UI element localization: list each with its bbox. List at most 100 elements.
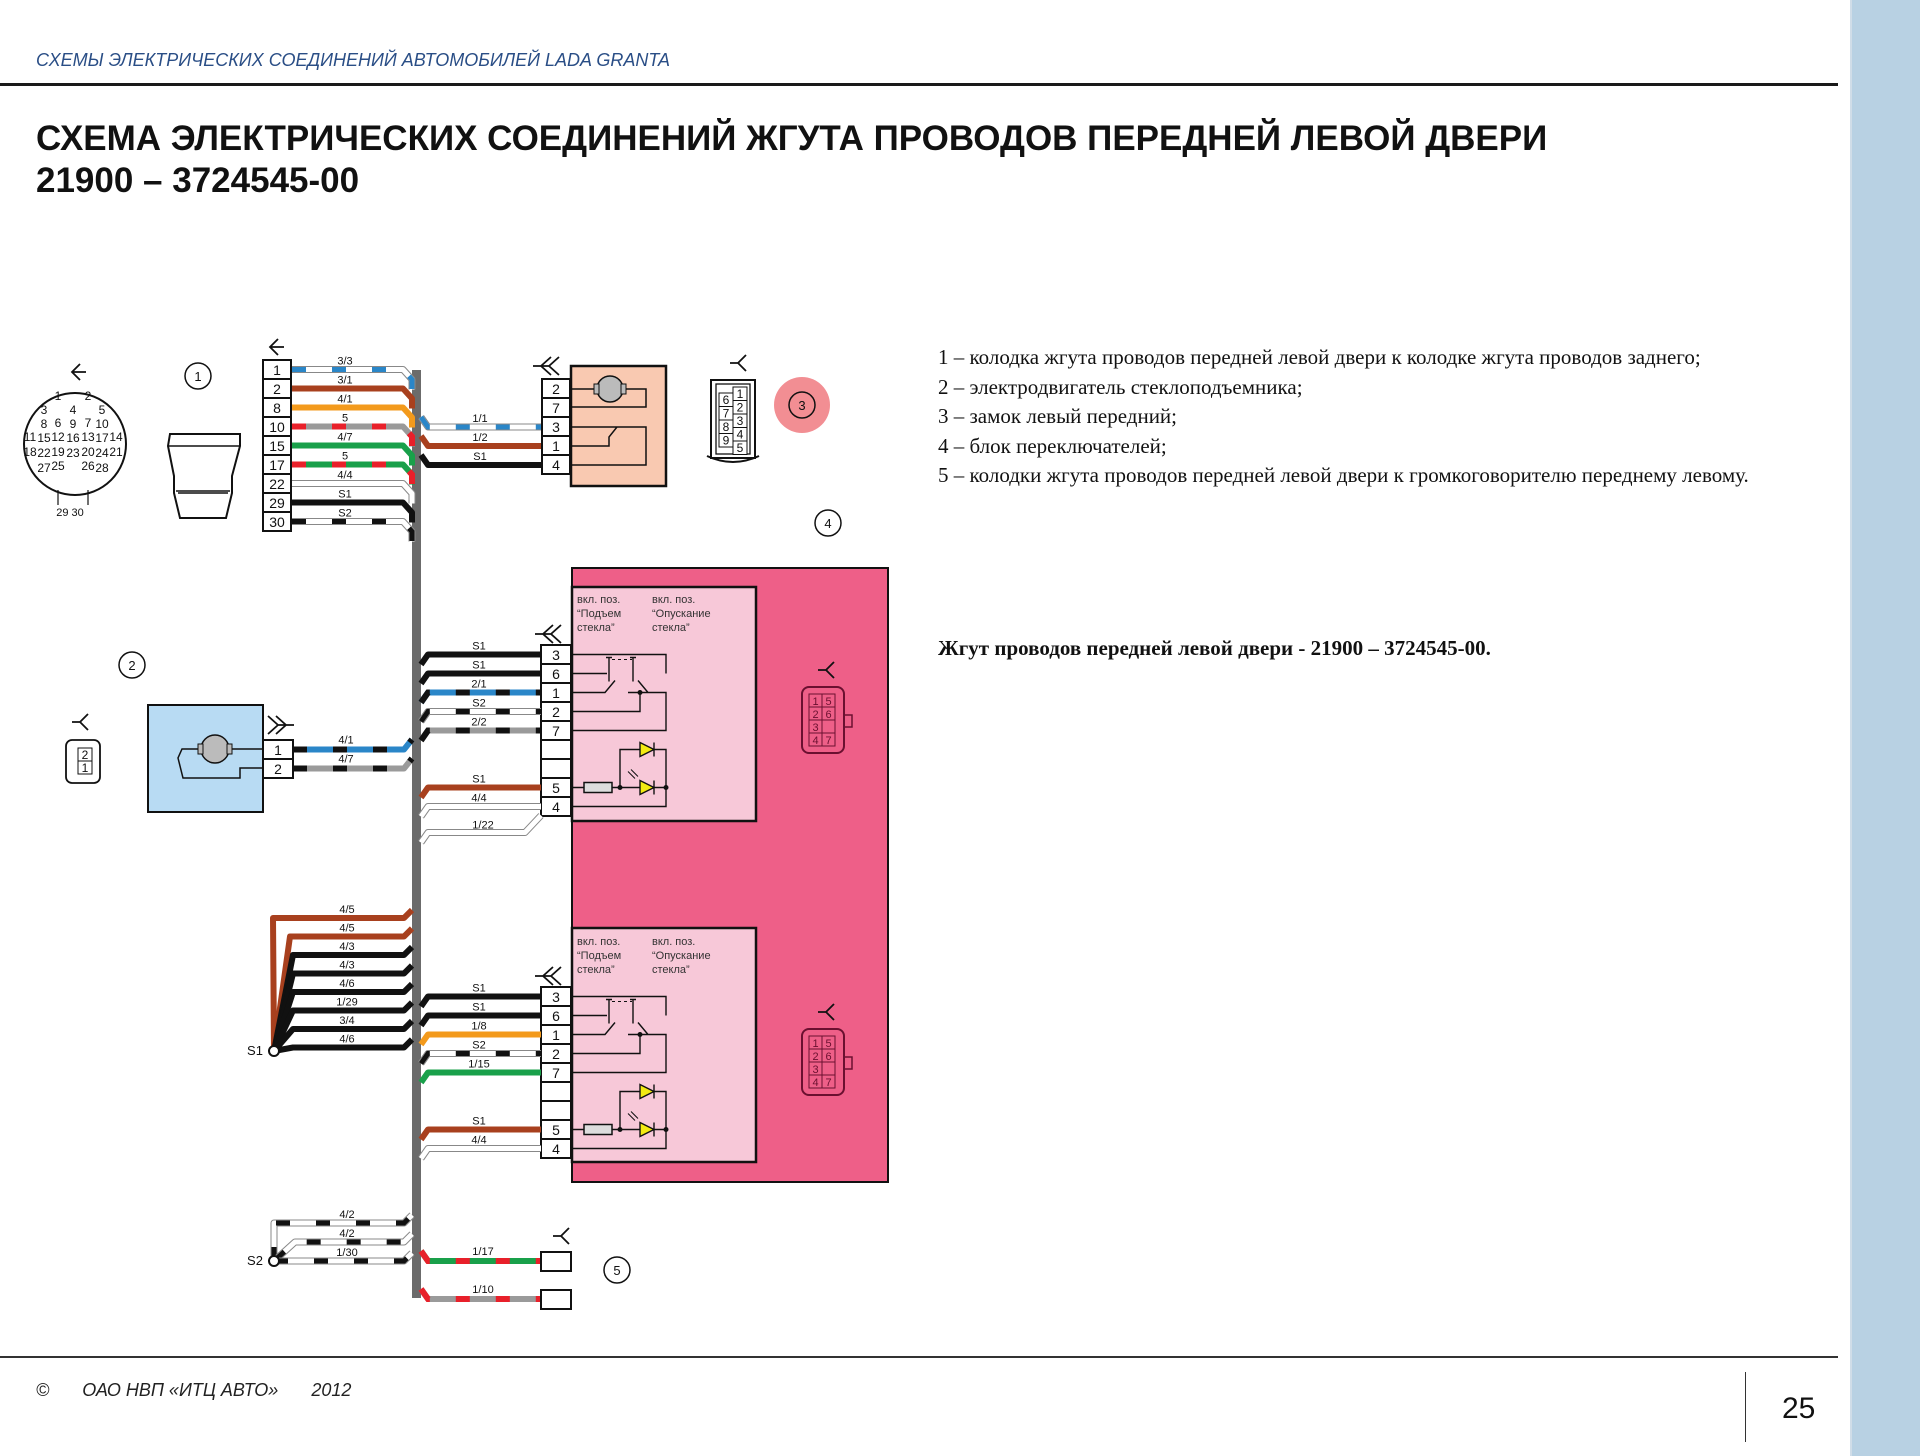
- motor2-brush: [226, 743, 233, 755]
- speaker-wire-stripe: [418, 1249, 541, 1264]
- switch-top-wire: [418, 813, 543, 844]
- legend-item: 1 – колодка жгута проводов передней лево…: [938, 345, 1701, 369]
- connector1-face-pin: 16: [66, 431, 80, 445]
- switch-bottom-pin-label: 7: [552, 1065, 560, 1081]
- switch-top-position-label: вкл. поз.: [652, 594, 695, 606]
- lock-connector-base: [706, 455, 760, 463]
- switch-top-face-latch: [843, 714, 853, 728]
- connector1-face-pin: 25: [51, 459, 65, 473]
- connector1-pin-label: 15: [269, 438, 285, 454]
- switch-top-position-label: “Подъем: [577, 608, 621, 620]
- side-strip: [1850, 0, 1920, 1456]
- lock-pin-label: 9: [723, 434, 730, 448]
- switch-bottom-pin-label: 6: [552, 1008, 560, 1024]
- switch-top-pin-label: 6: [552, 666, 560, 682]
- wire-label: 1/29: [336, 997, 357, 1009]
- wire-label: 1/15: [468, 1059, 489, 1071]
- connector-fork-icon: [730, 354, 747, 372]
- connector1-pin-label: 17: [269, 457, 285, 473]
- switch-top-face-pin-cell: [821, 732, 836, 747]
- connector1-face-pin: 29 30: [56, 507, 84, 519]
- wire-label: 1/2: [472, 432, 487, 444]
- splice-s1-wire: [273, 1037, 415, 1054]
- connector1-face-pin: 21: [109, 445, 123, 459]
- page-separator: [1745, 1372, 1746, 1442]
- switch-top-pin-label: 3: [552, 647, 560, 663]
- connector1-face-pin: 9: [70, 417, 77, 431]
- switch-top-face-pin-label: 5: [825, 696, 831, 708]
- switch-top-position-label: “Опускание: [652, 608, 711, 620]
- switch-bottom-wire: [418, 993, 541, 1009]
- wire-label: 4/6: [339, 978, 354, 990]
- connector1-pin-label: 22: [269, 476, 285, 492]
- switch-bottom-face-pin-label: 2: [812, 1051, 818, 1063]
- lock-pin-label: 1: [737, 387, 744, 401]
- connector1-pin-label: 10: [269, 419, 285, 435]
- speaker-connector: [540, 1251, 572, 1272]
- switch-top-indicator-diode: [639, 741, 656, 758]
- wire-label: S1: [338, 489, 351, 501]
- connector1-face-pin: 20: [81, 445, 95, 459]
- switch-bottom-face-pin-label: 6: [825, 1051, 831, 1063]
- switch-bottom-led-light-rays: [627, 1111, 639, 1121]
- switch-top-wire: [418, 651, 541, 667]
- connector1-wire-stripe: [292, 367, 415, 390]
- wire-label: S2: [472, 698, 485, 710]
- connector1-face-pin: 10: [95, 417, 109, 431]
- switch-bottom-pin-cell: [540, 1081, 572, 1102]
- wire-label: 1/1: [472, 413, 487, 425]
- wire-label: 1/30: [336, 1247, 357, 1259]
- page-number: 25: [1782, 1392, 1816, 1425]
- window-motor-pin-label: 3: [552, 419, 560, 435]
- switch-top-face-pin-label: 2: [812, 709, 818, 721]
- connector1-wire: [292, 404, 415, 428]
- connector1-wire: [292, 442, 415, 466]
- switch-top-junction: [617, 785, 623, 790]
- connector1-face-pin: 7: [85, 416, 92, 430]
- motor-icon: [596, 375, 624, 403]
- wire-label: S1: [472, 660, 485, 672]
- switch-top-face-pin-label: 6: [825, 709, 831, 721]
- connector1-pin-label: 30: [269, 514, 285, 530]
- connector-fork-icon: [818, 661, 835, 679]
- switch-bottom-led: [639, 1121, 656, 1138]
- legend-item: 2 – электродвигатель стеклоподъемника;: [938, 374, 1303, 399]
- page-title: СХЕМА ЭЛЕКТРИЧЕСКИХ СОЕДИНЕНИЙ ЖГУТА ПРО…: [36, 118, 1547, 202]
- connector1-face-pin: 28: [95, 461, 109, 475]
- publisher: ОАО НВП «ИТЦ АВТО»: [82, 1380, 279, 1400]
- switch-bottom-face-latch: [843, 1056, 853, 1070]
- wire-label: S2: [338, 508, 351, 520]
- legend-item: 5 – колодки жгута проводов передней лево…: [938, 463, 1749, 487]
- switch-top-pin-label: 1: [552, 685, 560, 701]
- legend-item: 4 – блок переключателей;: [938, 433, 1167, 458]
- motor2-wire: [293, 737, 415, 753]
- connector1-pin-label: 1: [273, 362, 281, 378]
- switch-bottom-position-label: вкл. поз.: [577, 936, 620, 948]
- wire-label: 4/6: [339, 1034, 354, 1046]
- speaker-connector: [540, 1289, 572, 1310]
- window-motor-circuit: [570, 388, 647, 466]
- motor2-face-pin-label: 2: [82, 748, 89, 762]
- connector-double-arrow-icon: [533, 356, 560, 376]
- switch-bottom-pin-cell: [540, 1100, 572, 1121]
- switch-bottom-position-label: “Подъем: [577, 950, 621, 962]
- callout-circle: [788, 391, 816, 419]
- switch-top-position-label: стекла”: [577, 622, 615, 634]
- connector1-face-pin: 19: [51, 445, 65, 459]
- connector1-face-pin: 8: [41, 417, 48, 431]
- switch-bottom-indicator-diode: [639, 1083, 656, 1100]
- wire-label: 1/8: [471, 1021, 486, 1033]
- splice-s1-wire: [271, 926, 415, 1052]
- connector1-wire: [292, 499, 415, 523]
- switch-top-pin-label: 2: [552, 704, 560, 720]
- window-motor-wire: [418, 453, 541, 468]
- switch-top-position-label: стекла”: [652, 622, 690, 634]
- callout-highlight: [774, 377, 830, 433]
- harness-note: Жгут проводов передней левой двери - 219…: [938, 636, 1491, 660]
- wire-label: S1: [472, 1116, 485, 1128]
- lock-pin-label: 3: [737, 414, 744, 428]
- switch-bottom-face-pin-cell: [821, 1074, 836, 1089]
- connector1-face-pin: 1: [55, 389, 62, 403]
- splice-s2-wire-stripe: [272, 1232, 414, 1263]
